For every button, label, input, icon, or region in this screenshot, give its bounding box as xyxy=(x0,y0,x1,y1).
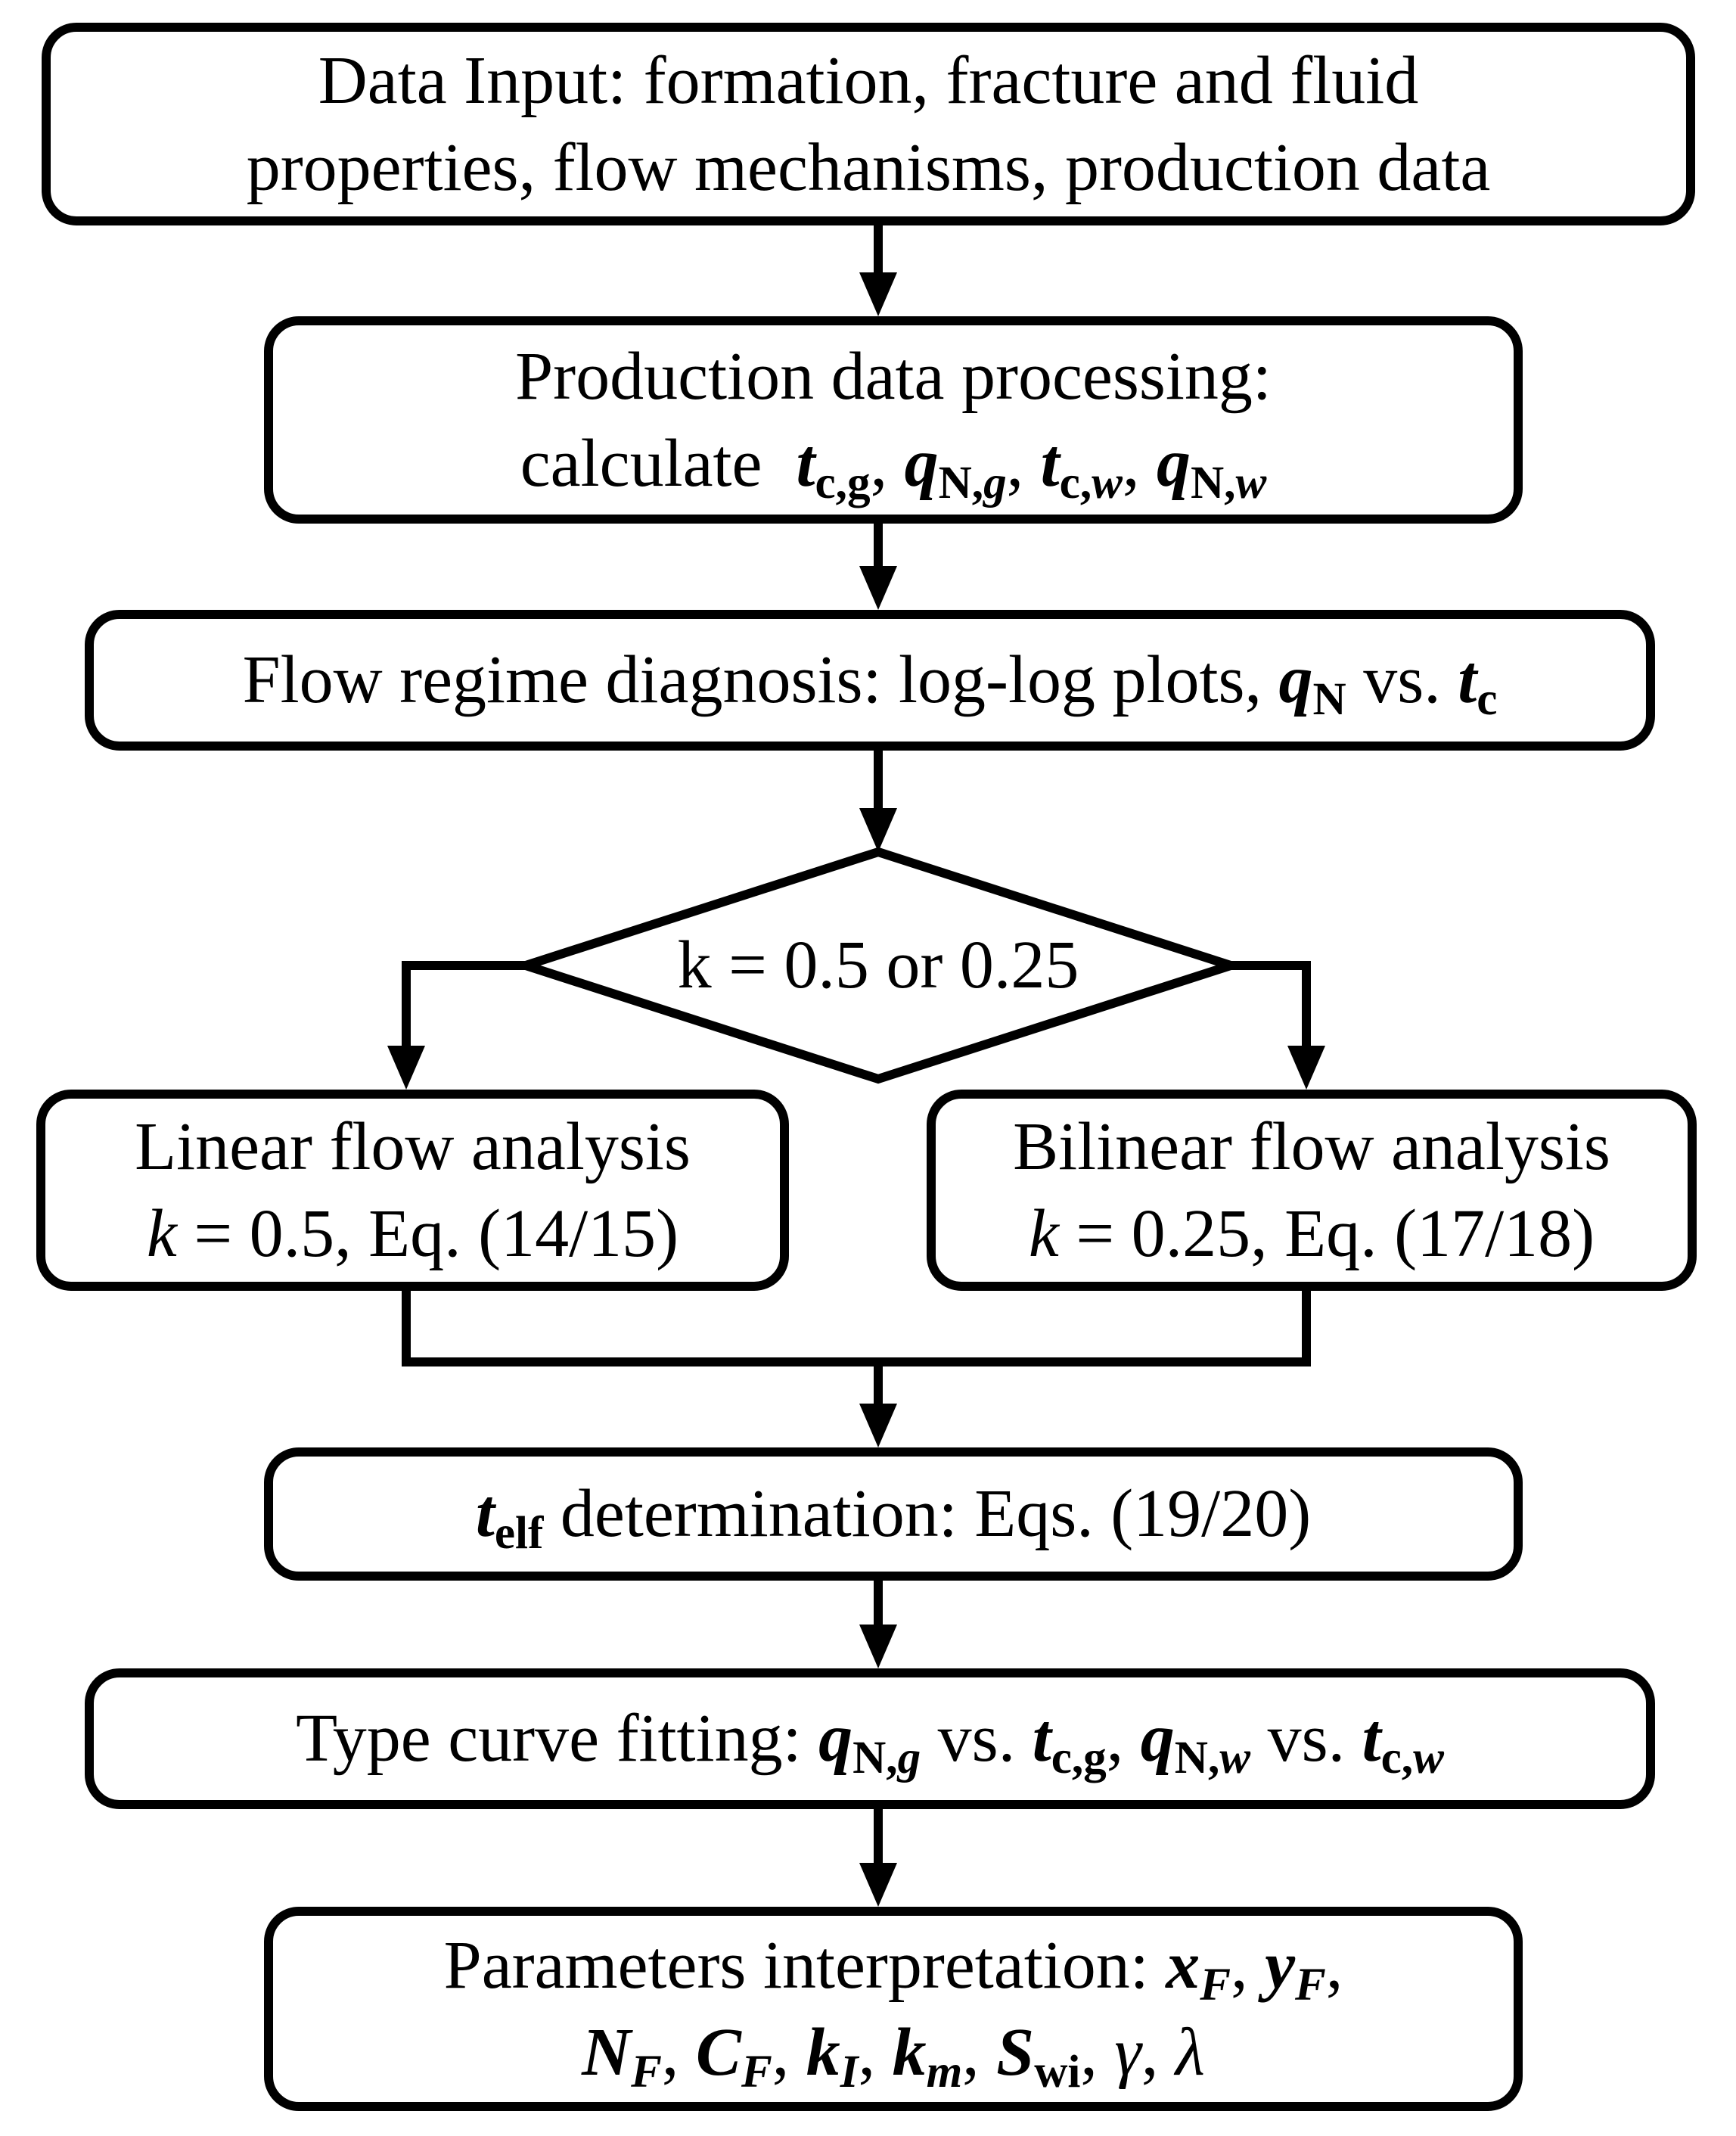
node-telf-determination-text: telf determination: Eqs. (19/20) xyxy=(475,1476,1312,1559)
node-production-data-processing: Production data processing:calculate tc,… xyxy=(264,316,1523,524)
arrowhead-fitting-to-params xyxy=(859,1863,897,1907)
node-production-data-processing-text: Production data processing:calculate tc,… xyxy=(515,338,1272,508)
node-telf-determination: telf determination: Eqs. (19/20) xyxy=(264,1447,1523,1581)
node-type-curve-fitting-text: Type curve fitting: qN,g vs. tc,g, qN,w … xyxy=(296,1701,1444,1784)
node-flow-regime-diagnosis-text: Flow regime diagnosis: log-log plots, qN… xyxy=(242,642,1498,726)
node-parameters-interpretation-text: Parameters interpretation: xF, yF,NF, CF… xyxy=(443,1927,1343,2097)
arrowhead-decision-to-linear xyxy=(387,1046,425,1090)
edge-decision-to-bilinear xyxy=(1231,961,1311,1049)
node-parameters-interpretation: Parameters interpretation: xF, yF,NF, CF… xyxy=(264,1907,1523,2111)
arrowhead-telf-to-fitting xyxy=(859,1625,897,1668)
node-data-input-text: Data Input: formation, fracture and flui… xyxy=(246,42,1491,205)
node-data-input: Data Input: formation, fracture and flui… xyxy=(42,23,1695,225)
decision-diamond-shape xyxy=(511,847,1246,1084)
arrowhead-diagnosis-to-decision xyxy=(859,808,897,852)
node-k-decision: k = 0.5 or 0.25 xyxy=(526,852,1231,1079)
arrowhead-processing-to-diagnosis xyxy=(859,566,897,610)
arrowhead-merge-to-telf xyxy=(859,1404,897,1447)
node-flow-regime-diagnosis: Flow regime diagnosis: log-log plots, qN… xyxy=(85,610,1655,751)
node-type-curve-fitting: Type curve fitting: qN,g vs. tc,g, qN,w … xyxy=(85,1668,1655,1809)
node-k-decision-text: k = 0.5 or 0.25 xyxy=(677,928,1079,1003)
arrowhead-decision-to-bilinear xyxy=(1287,1046,1325,1090)
arrowhead-input-to-processing xyxy=(859,272,897,316)
edge-decision-to-linear xyxy=(402,961,526,1049)
